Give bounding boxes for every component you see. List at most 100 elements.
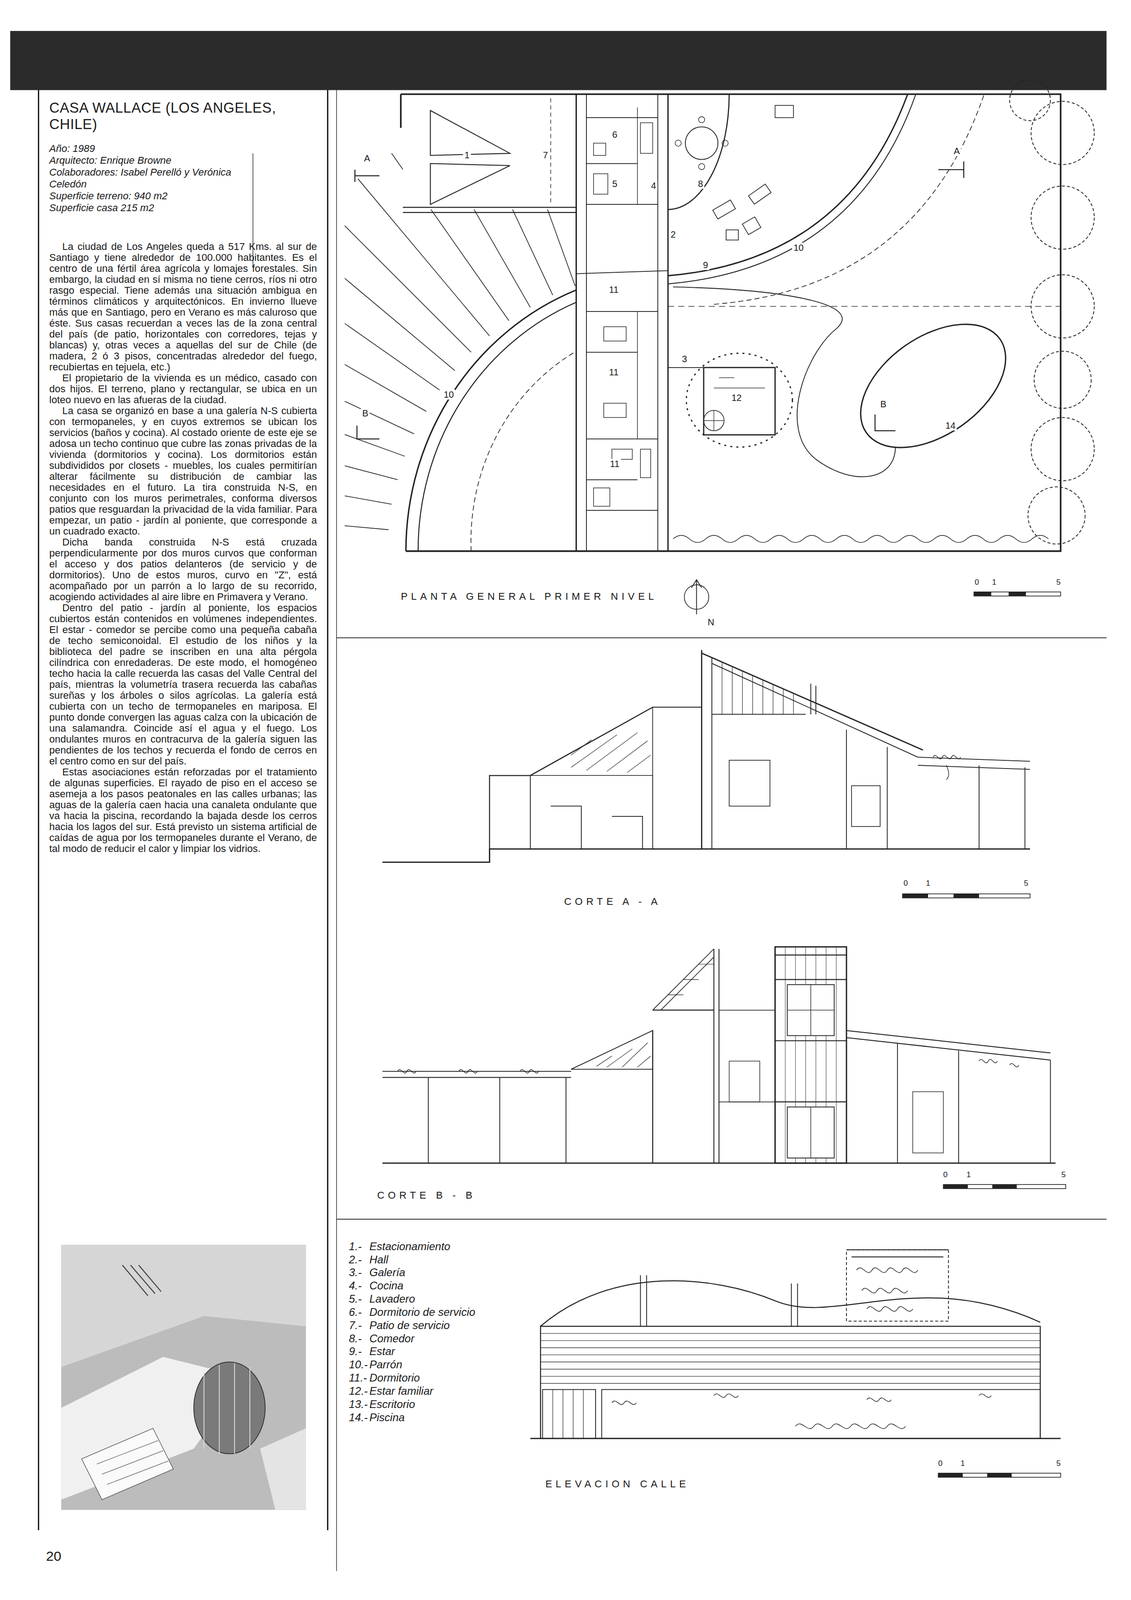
credit-line: Año: 1989 <box>49 142 250 155</box>
legend-entry: 1.- <box>348 1240 362 1253</box>
legend-entry: Galería <box>369 1266 406 1279</box>
legend-entry: 6.- <box>348 1306 362 1318</box>
drawing-line <box>575 117 668 511</box>
legend-entry: 9.- <box>348 1345 362 1358</box>
drawing-title: CORTE B - B <box>377 1189 476 1201</box>
drawing-line <box>713 94 985 305</box>
scale-number: 5 <box>1055 578 1062 587</box>
scale-number: 5 <box>1022 879 1029 888</box>
drawing-line <box>742 217 762 235</box>
legend-entry: 5.- <box>348 1292 362 1305</box>
drawing-line <box>703 410 725 431</box>
drawing-line <box>721 662 794 715</box>
drawing-line <box>405 290 576 551</box>
callout-number: 1 <box>462 150 471 161</box>
callout-number: 8 <box>696 178 705 189</box>
drawing-line <box>667 94 669 552</box>
drawing-line <box>357 425 380 439</box>
drawing-line <box>391 153 509 321</box>
drawing-line <box>382 848 1031 862</box>
drawing-line <box>698 163 705 170</box>
drawing-title: CORTE A - A <box>564 896 662 908</box>
drawing-line <box>700 649 703 849</box>
drawing-line <box>668 94 916 285</box>
drawing-line <box>719 1010 776 1102</box>
drawing-line <box>673 535 1049 543</box>
drawing-line <box>399 94 402 129</box>
drawing-line <box>540 1280 1041 1327</box>
drawing-line <box>652 948 714 1010</box>
drawing-line <box>979 765 1026 849</box>
drawing-line <box>673 286 896 477</box>
drawing-line <box>1027 486 1085 544</box>
legend-entry: Estar familiar <box>369 1385 434 1397</box>
floor-plan <box>185 79 1095 615</box>
drawing-line <box>96 1440 169 1484</box>
drawing-line <box>668 306 1061 307</box>
callout-number: 2 <box>669 229 677 240</box>
drawing-line <box>674 140 681 146</box>
drawing-line <box>729 760 770 807</box>
drawing-line <box>713 377 765 388</box>
drawing-line <box>428 1077 566 1163</box>
drawing-line <box>974 591 1061 597</box>
callout-number: 11 <box>608 458 622 469</box>
drawing-line <box>703 367 776 436</box>
scale-number: 5 <box>1055 1459 1062 1469</box>
scale-number: 0 <box>902 879 909 888</box>
callout-number: A <box>362 153 372 164</box>
drawing-line <box>846 1030 1051 1060</box>
legend-entry: 3.- <box>348 1266 362 1279</box>
drawing-line <box>851 785 881 827</box>
drawing-line <box>505 94 576 286</box>
drawing-line <box>775 946 847 1163</box>
drawing-line <box>668 964 715 995</box>
legend-entry: 14.- <box>348 1411 368 1424</box>
callout-number: 14 <box>944 420 957 431</box>
body-paragraph: Estas asociaciones están reforzadas por … <box>49 766 317 855</box>
legend-entry: 11.- <box>348 1371 368 1384</box>
drawing-line <box>397 1069 539 1074</box>
drawing-line <box>259 1428 307 1510</box>
drawing-line <box>637 107 638 440</box>
drawing-line <box>943 1184 969 1189</box>
legend-entry: Piscina <box>369 1411 405 1424</box>
legend-entry: Estacionamiento <box>369 1240 451 1253</box>
drawing-line <box>703 410 725 431</box>
legend-entry: Escritorio <box>369 1398 416 1411</box>
drawing-line <box>61 1244 307 1510</box>
page-frame <box>10 31 1107 1572</box>
drawing-line <box>61 1244 307 1367</box>
credit-line: Arquitecto: Enrique Browne <box>49 154 250 167</box>
drawing-line <box>685 126 719 160</box>
drawing-line <box>400 94 1061 552</box>
drawing-line <box>570 732 651 773</box>
model-photo <box>61 1244 307 1510</box>
drawing-line <box>691 579 702 615</box>
drawing-line <box>122 1265 161 1296</box>
scale-number: 1 <box>990 578 997 587</box>
drawing-line <box>489 707 702 863</box>
legend-entry: 10.- <box>348 1358 368 1371</box>
drawing-line <box>933 755 961 780</box>
drawing-line <box>402 207 576 213</box>
drawing-line <box>612 449 633 460</box>
drawing-line <box>336 1218 1107 1220</box>
drawing-line <box>530 775 582 849</box>
text-column: CASA WALLACE (LOS ANGELES, CHILE)Año: 19… <box>37 89 329 1531</box>
drawing-line <box>540 1326 1041 1439</box>
scale-number: 0 <box>942 1170 949 1180</box>
drawing-line <box>846 1249 949 1257</box>
drawing-line <box>640 449 651 478</box>
drawing-line <box>912 1091 944 1153</box>
drawing-line <box>593 487 610 507</box>
callout-number: 7 <box>541 150 550 161</box>
page-number: 20 <box>46 1548 62 1564</box>
drawing-line <box>875 414 896 431</box>
drawing-line <box>657 94 659 552</box>
drawing-line <box>542 1389 596 1439</box>
section-a-a <box>382 649 1031 898</box>
drawing-line <box>297 238 455 371</box>
drawing-line <box>336 90 337 1572</box>
